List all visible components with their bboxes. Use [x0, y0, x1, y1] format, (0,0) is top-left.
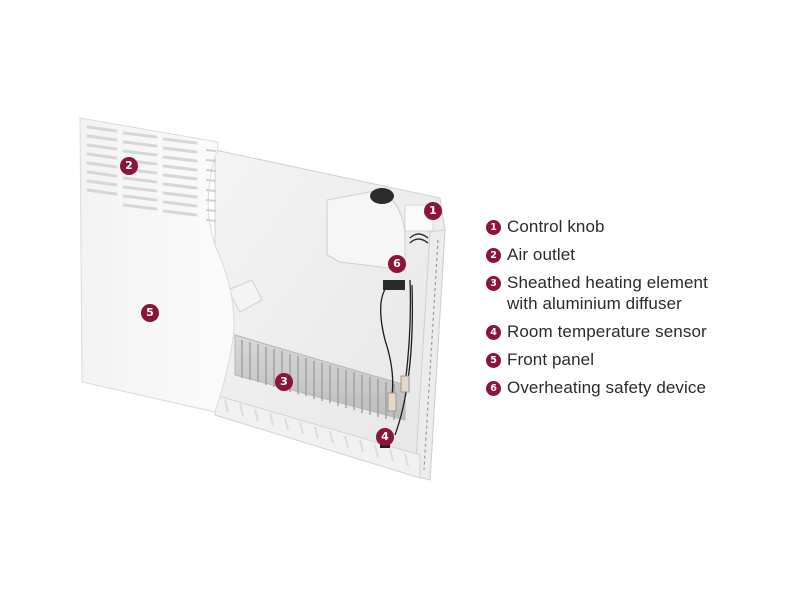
- sensor-connector-a: [387, 392, 397, 412]
- callout-marker-6: 6: [388, 255, 406, 273]
- callout-marker-5: 5: [141, 304, 159, 322]
- legend-number-badge: 3: [486, 276, 501, 291]
- callout-marker-4: 4: [376, 428, 394, 446]
- legend-number-badge: 4: [486, 325, 501, 340]
- overheat-device-body: [383, 280, 405, 290]
- callout-marker-3: 3: [275, 373, 293, 391]
- legend-label: Air outlet: [507, 245, 576, 264]
- wiring: [380, 279, 414, 436]
- legend-label: Overheating safety device: [507, 378, 707, 397]
- legend-item-air-outlet: 2 Air outlet: [486, 244, 786, 265]
- legend-item-overheating-safety-device: 6 Overheating safety device: [486, 377, 786, 398]
- legend-number-badge: 5: [486, 353, 501, 368]
- sensor-connector-b: [400, 375, 410, 393]
- legend-number-badge: 6: [486, 381, 501, 396]
- legend-number-badge: 1: [486, 220, 501, 235]
- legend-label: Front panel: [507, 350, 595, 369]
- legend-label: Room temperature sensor: [507, 322, 707, 341]
- heating-element: [234, 334, 406, 421]
- legend-item-heating-element: 3 Sheathed heating element with aluminiu…: [486, 272, 786, 314]
- legend-item-room-temperature-sensor: 4 Room temperature sensor: [486, 321, 786, 342]
- legend: 1 Control knob 2 Air outlet 3 Sheathed h…: [486, 216, 786, 405]
- inner-bracket: [227, 279, 263, 313]
- legend-label: Control knob: [507, 217, 605, 236]
- front-panel: [79, 117, 235, 413]
- callout-marker-1: 1: [424, 202, 442, 220]
- legend-item-control-knob: 1 Control knob: [486, 216, 786, 237]
- legend-label: Sheathed heating element with aluminium …: [507, 273, 708, 313]
- legend-item-front-panel: 5 Front panel: [486, 349, 786, 370]
- legend-number-badge: 2: [486, 248, 501, 263]
- callout-marker-2: 2: [120, 157, 138, 175]
